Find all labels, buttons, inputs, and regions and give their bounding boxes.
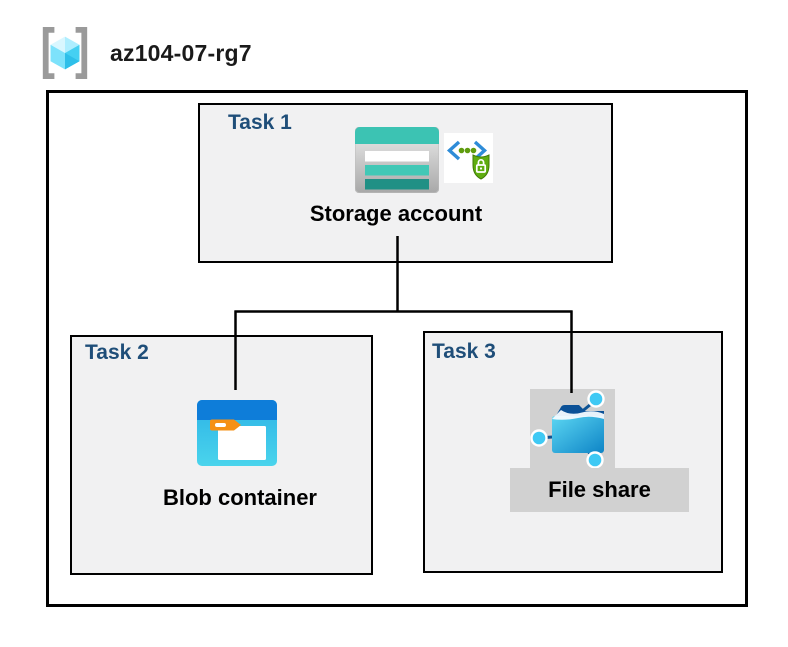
task1-box: Task 1 Storage account — [198, 103, 613, 263]
resource-group-icon — [42, 26, 88, 80]
storage-account-label: Storage account — [309, 201, 483, 226]
task2-label: Task 2 — [85, 341, 149, 364]
task2-box: Task 2 Blob container — [70, 335, 373, 575]
task1-label: Task 1 — [228, 111, 292, 134]
file-share-label-highlight: File share — [510, 468, 689, 512]
file-share-icon — [530, 390, 605, 469]
blob-container-icon — [197, 400, 277, 466]
file-share-selection-highlight — [530, 389, 615, 469]
resource-group-header: az104-07-rg7 — [38, 25, 252, 81]
secured-access-icon — [444, 133, 493, 183]
blob-container-label: Blob container — [162, 485, 317, 510]
task3-box: Task 3 File share — [423, 331, 723, 573]
task3-label: Task 3 — [432, 340, 496, 363]
storage-account-icon — [355, 127, 439, 193]
file-share-label: File share — [548, 477, 651, 502]
resource-group-title: az104-07-rg7 — [110, 39, 252, 66]
